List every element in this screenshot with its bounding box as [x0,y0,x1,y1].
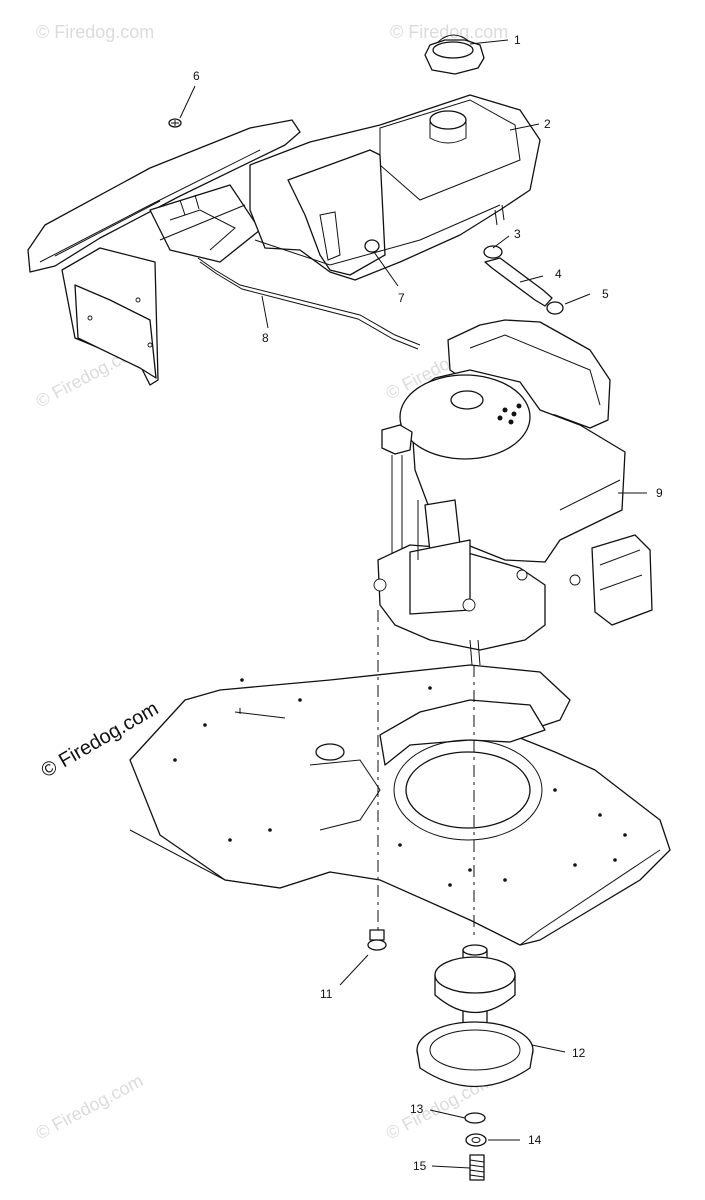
callout-11: 11 [320,987,333,1001]
callout-12: 12 [572,1046,586,1060]
callout-9: 9 [656,486,663,500]
callout-labels: 1 2 3 4 5 6 7 8 9 11 12 14 15 13 [193,33,663,1173]
callout-7: 7 [398,291,405,305]
alignment-lines [377,610,475,940]
fuel-cap [424,34,485,75]
hose-clamp-upper [483,245,503,259]
frame-deck [129,664,671,946]
engine [373,319,653,666]
callout-14: 15 [413,1159,427,1173]
elbow-7 [364,239,380,253]
washer-15 [464,1112,486,1124]
watermark-top-left: © Firedog.com [36,22,154,42]
leader-lines [179,39,647,1169]
callout-1: 1 [514,33,521,47]
bracket-hole [87,315,93,321]
cable-8 [197,257,421,350]
recoil-starter [399,374,531,460]
hood-bracket [27,119,301,386]
bracket-hole [147,342,153,348]
pulley-opening [405,751,531,829]
pulley-12 [416,944,534,1088]
callout-6: 6 [193,69,200,83]
callout-15: 13 [410,1102,424,1116]
callout-4: 4 [555,267,562,281]
watermark-top-right: © Firedog.com [390,22,508,42]
callout-5: 5 [602,287,609,301]
callout-2: 2 [544,117,551,131]
callout-13: 14 [528,1133,542,1147]
fuel-tank [249,94,541,281]
callout-8: 8 [262,331,269,345]
bracket-hole [135,297,141,303]
callout-3: 3 [514,227,521,241]
frame-hole [315,743,345,761]
filler-neck [429,110,467,130]
fuel-line-assembly [483,245,564,315]
watermark-bottom-left: © Firedog.com [32,1070,146,1143]
bolt-14 [469,1154,485,1181]
screw-6 [168,118,182,128]
bolt-11 [367,929,387,951]
nut-13 [465,1133,487,1147]
hose-clamp-lower [546,301,564,315]
